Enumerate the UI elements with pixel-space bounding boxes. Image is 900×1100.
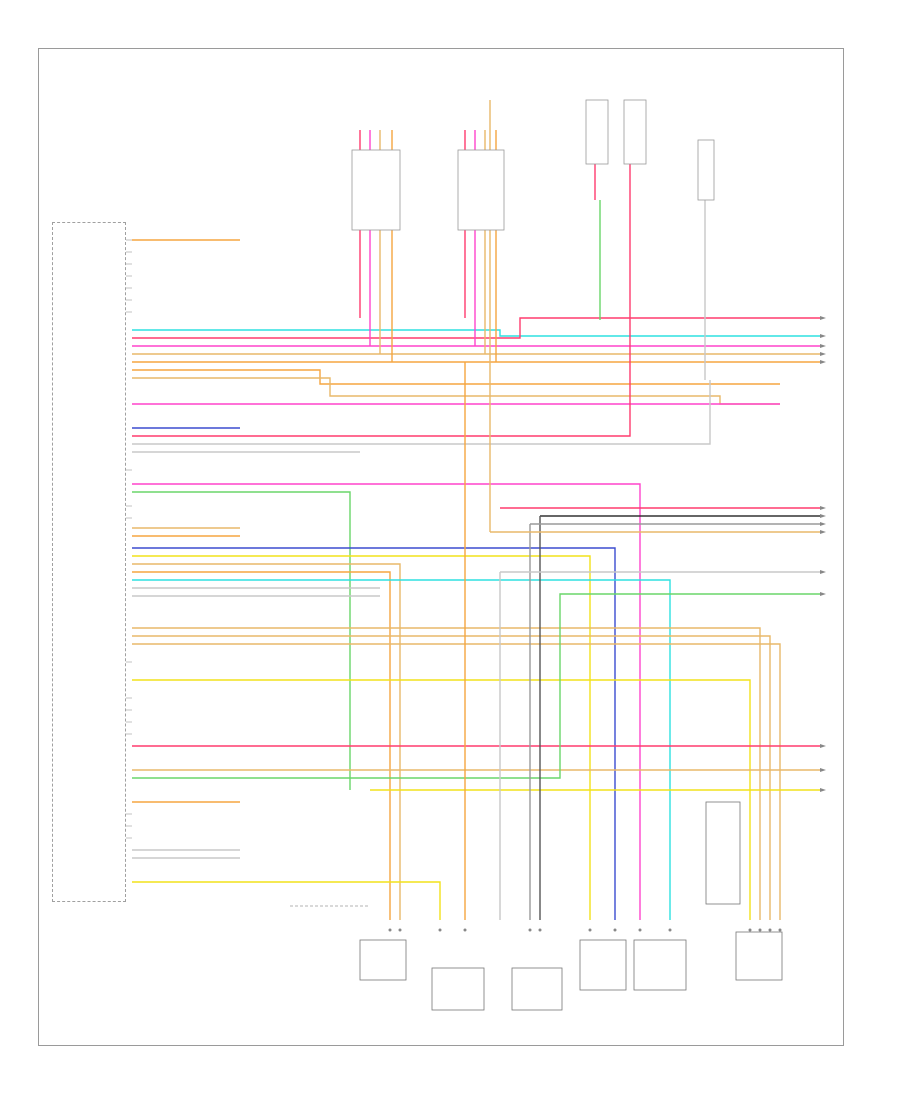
wire-cyan-1 [132, 329, 820, 337]
wire-gray-1 [132, 380, 711, 445]
wire-blue-2 [132, 547, 616, 920]
wire-tan-3 [132, 377, 780, 405]
wire-yellow-2 [132, 679, 751, 920]
wire-cyan-2 [132, 579, 671, 920]
wire-pink-1 [132, 317, 820, 339]
connector-top-right-1 [585, 99, 609, 165]
top-connector-wires [359, 110, 706, 920]
component-sensor-box [705, 801, 741, 905]
component-fuel-tank-pressure [359, 939, 407, 981]
wire-green-2 [132, 593, 820, 779]
wire-tan-5 [132, 563, 401, 920]
diagram-frame [38, 48, 844, 1046]
wire-tan-6 [132, 627, 761, 920]
wire-tan-7 [132, 635, 771, 920]
wire-magenta-3 [132, 483, 641, 920]
wire-orange-2 [132, 369, 780, 385]
connector-top-left [351, 149, 401, 231]
ecm-pin-ticks [126, 239, 132, 839]
component-fuel-sender [511, 967, 563, 1011]
component-evap-purge [579, 939, 627, 991]
bottom-terminals [388, 928, 782, 932]
engine-control-module-box [52, 222, 126, 902]
component-evap-vent [633, 939, 687, 991]
top-connectors [351, 99, 715, 231]
wire-orange-4 [132, 571, 391, 920]
wire-yellow-1 [132, 555, 591, 920]
wire-green-1 [132, 491, 351, 790]
connector-top-far [697, 139, 715, 201]
connector-top-mid [457, 149, 505, 231]
component-o2-sensor [735, 931, 783, 981]
wire-yellow-3 [132, 881, 441, 920]
wire-tan-8 [132, 643, 781, 920]
connector-top-right-2 [623, 99, 647, 165]
right-edge-arrows [820, 316, 826, 792]
bottom-components [359, 801, 783, 1011]
component-fuel-pump [431, 967, 485, 1011]
wire-red-1 [132, 110, 631, 437]
